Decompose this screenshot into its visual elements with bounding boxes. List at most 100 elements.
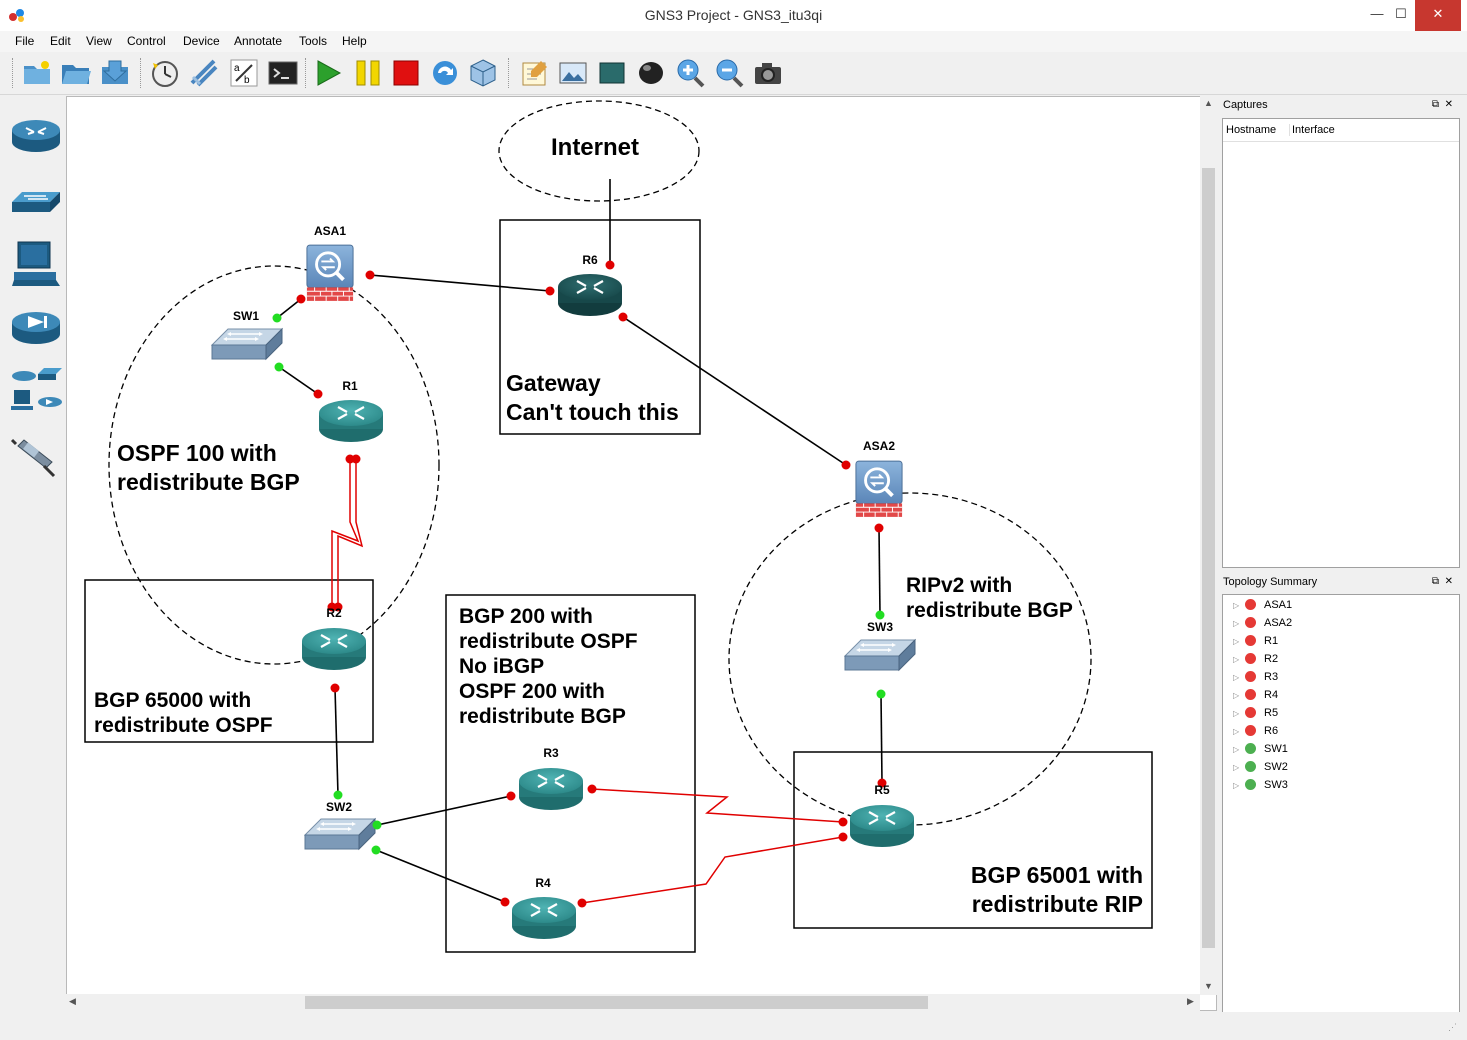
expand-arrow-icon[interactable]: ▷ [1233,619,1240,628]
device-type-panel [4,96,64,1011]
end-devices-icon[interactable] [8,236,64,292]
gateway-box [499,219,701,435]
scroll-down-arrow[interactable]: ▼ [1204,981,1213,991]
menu-tools[interactable]: Tools [299,34,328,48]
menu-device[interactable]: Device [183,34,220,48]
link-r4-r5-serial [581,836,844,904]
asa2-firewall-icon [854,459,904,519]
draw-rectangle-icon[interactable] [596,57,628,89]
gateway-note-line2: Can't touch this [506,399,679,425]
summary-item-sw2[interactable]: ▷ SW2 [1233,758,1288,776]
insert-picture-icon[interactable] [557,57,589,89]
resize-grip-icon[interactable]: ⋰ [1448,1022,1457,1032]
expand-arrow-icon[interactable]: ▷ [1233,781,1240,790]
summary-item-r1[interactable]: ▷R1 [1233,632,1278,650]
canvas-vertical-scrollbar[interactable]: ▲ ▼ [1200,96,1217,995]
add-link-icon[interactable] [8,426,64,482]
screenshot-icon[interactable] [752,57,784,89]
captures-table[interactable]: Hostname Interface [1222,118,1460,568]
routers-icon[interactable] [8,108,64,164]
expand-arrow-icon[interactable]: ▷ [1233,709,1240,718]
scroll-right-arrow[interactable]: ▶ [1187,996,1194,1006]
menu-edit[interactable]: Edit [50,34,71,48]
expand-arrow-icon[interactable]: ▷ [1233,745,1240,754]
horizontal-scroll-thumb[interactable] [305,996,928,1009]
expand-arrow-icon[interactable]: ▷ [1233,601,1240,610]
console-icon[interactable] [267,57,299,89]
summary-item-r2[interactable]: ▷R2 [1233,650,1278,668]
expand-arrow-icon[interactable]: ▷ [1233,637,1240,646]
summary-item-asa1[interactable]: ▷ASA1 [1233,596,1292,614]
status-bar: ⋰ [0,1012,1467,1040]
bgp200-note-line1: BGP 200 with [459,605,593,628]
summary-item-asa2[interactable]: ▷ASA2 [1233,614,1292,632]
r1-label: R1 [342,379,358,393]
scroll-up-arrow[interactable]: ▲ [1204,98,1213,108]
stopped-status-icon [1245,671,1256,682]
add-note-icon[interactable] [519,57,551,89]
summary-item-label: SW1 [1264,743,1288,755]
expand-arrow-icon[interactable]: ▷ [1233,727,1240,736]
link-r6-asa2 [622,316,847,466]
menu-view[interactable]: View [86,34,112,48]
zoom-in-icon[interactable] [674,57,706,89]
topology-summary-dock: Topology Summary ⧉ ✕ ▷ASA1 ▷ASA2 ▷R1 ▷R2… [1221,573,1461,1013]
draw-ellipse-icon[interactable] [635,57,667,89]
expand-arrow-icon[interactable]: ▷ [1233,763,1240,772]
toggle-labels-icon[interactable]: ab [228,57,260,89]
canvas-horizontal-scrollbar[interactable]: ◀ ▶ [66,994,1200,1011]
topology-canvas[interactable]: ASA1 ASA2 R6 SW1 R1 R2 SW2 R3 R4 SW3 R5 … [66,96,1217,1011]
summary-item-sw1[interactable]: ▷ SW1 [1233,740,1288,758]
summary-item-r4[interactable]: ▷R4 [1233,686,1278,704]
start-all-icon[interactable] [312,57,344,89]
show-interface-labels-icon[interactable] [188,57,220,89]
open-project-icon[interactable] [60,57,92,89]
summary-item-r5[interactable]: ▷R5 [1233,704,1278,722]
menu-file[interactable]: File [15,34,35,48]
vertical-scroll-thumb[interactable] [1202,168,1215,948]
column-hostname[interactable]: Hostname [1226,124,1277,136]
snapshot-icon[interactable] [149,57,181,89]
column-interface[interactable]: Interface [1289,124,1335,136]
summary-item-label: SW3 [1264,779,1288,791]
menu-annotate[interactable]: Annotate [234,34,283,48]
summary-item-label: SW2 [1264,761,1288,773]
summary-item-sw3[interactable]: ▷ SW3 [1233,776,1288,794]
topology-summary-tree[interactable]: ▷ASA1 ▷ASA2 ▷R1 ▷R2 ▷R3 ▷R4 ▷R5 ▷R6 ▷ SW1… [1222,594,1460,1013]
maximize-button[interactable]: ☐ [1395,6,1407,21]
scroll-left-arrow[interactable]: ◀ [69,996,76,1006]
switches-icon[interactable] [8,174,64,230]
all-devices-icon[interactable] [8,362,64,418]
float-icon[interactable]: ⧉ [1431,576,1439,587]
expand-arrow-icon[interactable]: ▷ [1233,655,1240,664]
expand-arrow-icon[interactable]: ▷ [1233,691,1240,700]
security-devices-icon[interactable] [8,300,64,356]
svg-text:a: a [234,63,240,74]
reload-icon[interactable] [429,57,461,89]
menu-help[interactable]: Help [342,34,367,48]
new-project-icon[interactable] [21,57,53,89]
toolbar-separator [305,58,308,88]
r5-router-icon [849,803,915,848]
close-button[interactable]: ✕ [1415,0,1461,31]
save-project-icon[interactable] [99,57,131,89]
expand-arrow-icon[interactable]: ▷ [1233,673,1240,682]
window-title: GNS3 Project - GNS3_itu3qi [644,7,823,23]
ospf-note-line2: redistribute BGP [117,469,300,495]
title-bar: GNS3 Project - GNS3_itu3qi — ☐ ✕ [0,0,1467,32]
summary-item-r6[interactable]: ▷R6 [1233,722,1278,740]
link-sw2-r3 [376,795,512,826]
virtualbox-icon[interactable] [467,57,499,89]
pause-all-icon[interactable] [352,57,384,89]
zoom-out-icon[interactable] [713,57,745,89]
summary-item-r3[interactable]: ▷R3 [1233,668,1278,686]
stopped-status-icon [1245,599,1256,610]
close-icon[interactable]: ✕ [1444,576,1453,587]
stop-all-icon[interactable] [390,57,422,89]
float-icon[interactable]: ⧉ [1431,99,1439,110]
close-icon[interactable]: ✕ [1444,99,1453,110]
menu-control[interactable]: Control [127,34,166,48]
minimize-button[interactable]: — [1370,6,1384,21]
r4-router-icon [511,895,577,940]
bgp-65000-box [84,579,374,743]
